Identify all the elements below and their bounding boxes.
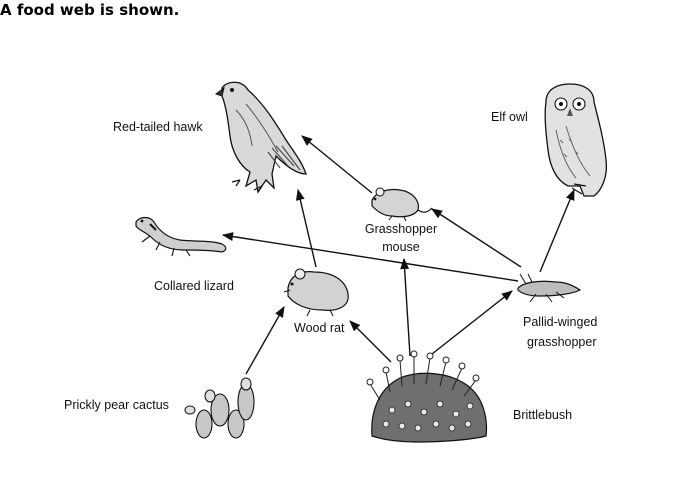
label-red-tailed-hawk: Red-tailed hawk: [113, 120, 203, 134]
arrow-brittlebush-to-grasshopper: [431, 290, 513, 355]
label-grasshopper-mouse-line1: Grasshopper: [365, 222, 437, 236]
label-pallid-winged-line1: Pallid-winged: [523, 315, 597, 329]
arrow-grasshopper-to-lizard: [221, 232, 519, 282]
grasshopper-mouse-picture: [371, 187, 433, 222]
arrow-cactus-to-woodrat: [245, 306, 285, 375]
label-prickly-pear-cactus: Prickly pear cactus: [64, 398, 169, 412]
arrow-grasshopper-to-owl: [539, 188, 575, 273]
label-elf-owl: Elf owl: [491, 110, 528, 124]
label-brittlebush: Brittlebush: [513, 408, 572, 422]
elf-owl-picture: [544, 83, 608, 197]
arrow-brittlebush-to-woodrat: [349, 320, 392, 363]
brittlebush-picture: [366, 350, 488, 443]
arrow-mouse-to-hawk: [301, 135, 373, 194]
prickly-pear-cactus-picture: [184, 377, 255, 439]
pallid-winged-grasshopper-picture: [517, 273, 582, 303]
wood-rat-picture: [283, 268, 349, 317]
label-collared-lizard: Collared lizard: [154, 279, 234, 293]
arrow-woodrat-to-hawk: [295, 188, 317, 268]
arrow-grasshopper-to-mouse: [431, 208, 522, 268]
label-grasshopper-mouse-line2: mouse: [382, 240, 420, 254]
question-heading: A food web is shown.: [0, 1, 180, 19]
label-wood-rat: Wood rat: [294, 321, 345, 335]
arrow-brittlebush-to-mouse: [400, 257, 411, 357]
label-pallid-winged-line2: grasshopper: [527, 335, 597, 349]
collared-lizard-picture: [135, 216, 227, 257]
red-tailed-hawk-picture: [214, 81, 307, 194]
energy-flow-arrows: [221, 135, 575, 375]
